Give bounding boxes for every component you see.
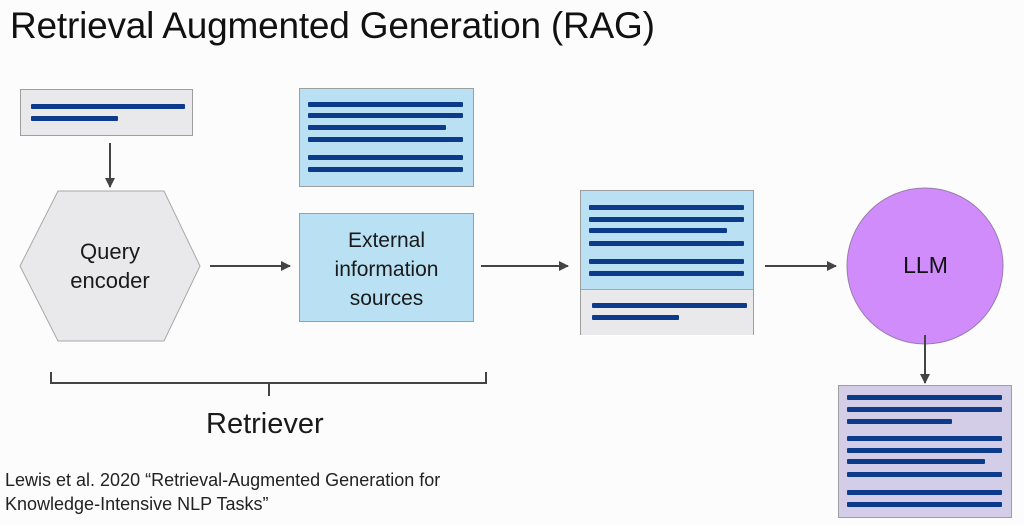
query-encoder-hexagon [19, 190, 201, 342]
text-line [308, 167, 463, 172]
query-document [20, 89, 193, 136]
text-line [589, 205, 744, 210]
retrieved-document [299, 88, 474, 187]
query-encoder-label-line1: Query [80, 239, 140, 264]
llm-label: LLM [903, 252, 948, 278]
text-line [847, 448, 1002, 453]
text-line [847, 502, 1002, 507]
external-information-sources: External information sources [299, 213, 474, 322]
query-encoder-label: Query encoder [40, 237, 180, 295]
text-line [589, 271, 744, 276]
text-line [308, 155, 463, 160]
text-line [847, 459, 985, 464]
text-line [847, 395, 1002, 400]
augmented-prompt-document [580, 190, 754, 335]
text-line [847, 472, 1002, 477]
text-line [31, 116, 118, 121]
text-line [847, 490, 1002, 495]
citation-line2: Knowledge-Intensive NLP Tasks” [5, 494, 269, 514]
text-line [589, 228, 727, 233]
text-line [847, 407, 1002, 412]
text-line [308, 102, 463, 107]
text-line [592, 303, 747, 308]
text-line [589, 217, 744, 222]
text-line [308, 125, 446, 130]
text-line [847, 419, 952, 424]
citation: Lewis et al. 2020 “Retrieval-Augmented G… [5, 468, 440, 516]
external-sources-label-line1: External [347, 229, 426, 252]
query-encoder-label-line2: encoder [70, 268, 150, 293]
text-line [589, 241, 744, 246]
text-line [592, 315, 679, 320]
citation-line1: Lewis et al. 2020 “Retrieval-Augmented G… [5, 470, 441, 490]
retriever-label: Retriever [206, 408, 324, 440]
output-document [838, 385, 1012, 518]
text-line [589, 259, 744, 264]
external-sources-label-line2: information [334, 258, 439, 281]
retriever-bracket [50, 372, 487, 396]
augmented-prompt-query-section [581, 289, 753, 335]
slide-title: Retrieval Augmented Generation (RAG) [10, 5, 655, 46]
external-sources-label-line3: sources [349, 287, 424, 310]
text-line [308, 113, 463, 118]
text-line [308, 137, 463, 142]
text-line [31, 104, 185, 109]
text-line [847, 436, 1002, 441]
